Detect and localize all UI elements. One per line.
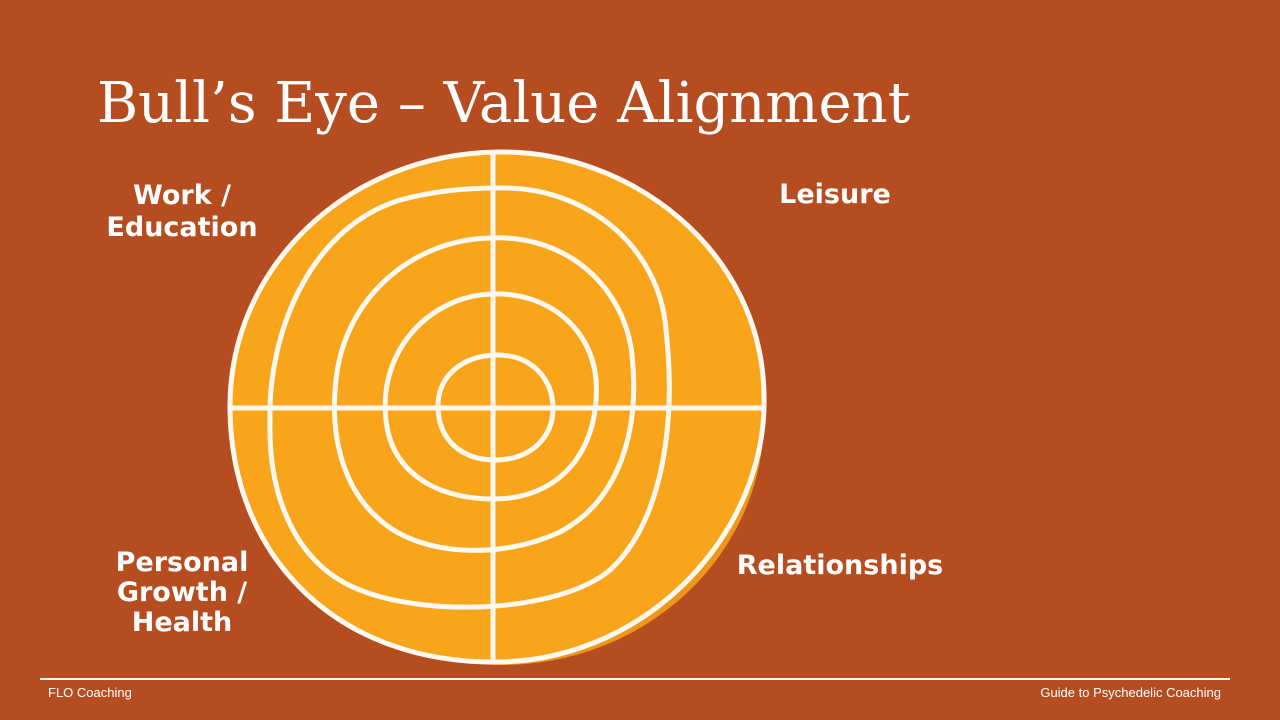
quadrant-label-line: Growth / <box>116 577 248 608</box>
target-ring-4 <box>267 185 672 610</box>
quadrant-label-line: Education <box>106 212 258 243</box>
quadrant-label-line: Relationships <box>736 550 944 581</box>
slide-title: Bull’s Eye – Value Alignment <box>97 71 911 136</box>
quadrant-label-personal-growth-health: Personal Growth / Health <box>92 548 272 638</box>
quadrant-label-line: Leisure <box>779 179 891 210</box>
quadrant-label-line: Health <box>131 607 233 638</box>
footer-divider <box>40 678 1230 680</box>
footer-left-text: FLO Coaching <box>48 685 132 700</box>
quadrant-label-line: Personal <box>115 547 249 578</box>
target-ring-3 <box>331 235 637 553</box>
quadrant-label-relationships: Relationships <box>720 550 960 582</box>
target-ring-2 <box>382 291 599 502</box>
quadrant-label-line: Work / <box>133 180 231 211</box>
quadrant-label-work-education: Work / Education <box>92 180 272 244</box>
footer-right-text: Guide to Psychedelic Coaching <box>1040 685 1221 700</box>
quadrant-label-leisure: Leisure <box>760 179 910 211</box>
